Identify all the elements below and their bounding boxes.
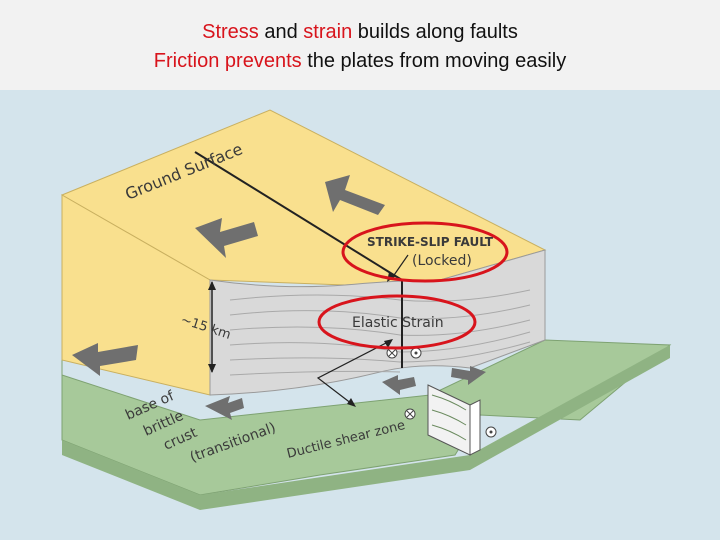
- surface-arrow-left: [195, 218, 258, 258]
- green-arrow-mid: [205, 396, 244, 420]
- elastic-strain-highlight: [317, 294, 477, 350]
- fault-label: STRIKE-SLIP FAULT: [367, 235, 494, 249]
- title-bar: Stress and strain builds along faults Fr…: [0, 0, 720, 90]
- fault-diagram: Ground Surface STRIKE-SLIP FAULT (Locked…: [60, 109, 672, 510]
- depth-arrow-top: [208, 281, 216, 290]
- elastic-strain-label: Elastic Strain: [352, 315, 444, 331]
- ductile-layer-side: [62, 440, 470, 510]
- strain-lines: [229, 289, 531, 376]
- into-page-symbol-base: [404, 408, 416, 420]
- title-line-2-rest: the plates from moving easily: [301, 50, 567, 72]
- depth-arrow-bottom: [208, 364, 216, 373]
- locked-fault-highlight: [341, 221, 509, 283]
- out-of-page-symbol-base: [485, 426, 497, 438]
- out-of-page-symbol: [410, 347, 422, 359]
- base-arrow-right: [451, 366, 486, 385]
- title-strain-word: strain: [303, 21, 353, 43]
- base-pointer-arrow-1: [347, 398, 356, 407]
- title-line-1: Stress and strain builds along faults: [0, 0, 720, 47]
- shear-block-side: [469, 399, 481, 456]
- title-line-2: Friction prevents the plates from moving…: [0, 47, 720, 76]
- shear-block-texture: [431, 394, 467, 441]
- base-pointer-arrow-2: [384, 339, 393, 348]
- ductile-layer-right-side: [470, 345, 670, 470]
- fault-pointer-line: [391, 254, 409, 279]
- title-stress-word: Stress: [202, 21, 259, 43]
- title-friction-phrase: Friction prevents: [153, 50, 302, 72]
- title-and-word: and: [258, 21, 304, 43]
- surface-arrow-right: [325, 175, 385, 215]
- fault-trace-surface: [194, 151, 403, 281]
- into-page-symbol: [386, 347, 398, 359]
- title-line-1-rest: builds along faults: [352, 21, 518, 43]
- locked-label: (Locked): [412, 253, 472, 269]
- base-arrow-left: [382, 375, 416, 395]
- base-pointer-line: [316, 341, 389, 405]
- green-arrow-left: [72, 343, 138, 376]
